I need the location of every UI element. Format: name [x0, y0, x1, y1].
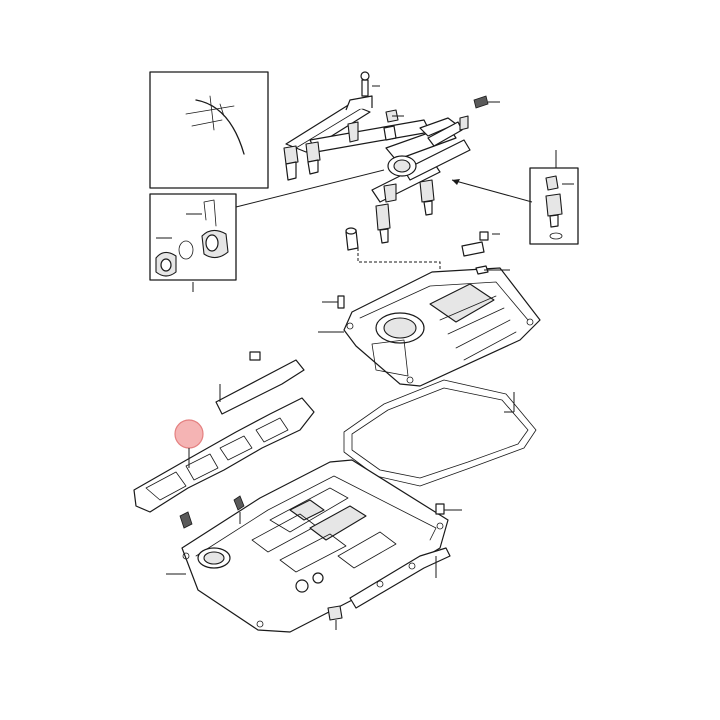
rail-bracket-upper	[215, 351, 305, 415]
detail-box-regulator	[149, 193, 237, 292]
upper-intake-manifold	[318, 231, 541, 387]
highlight-marker	[174, 419, 204, 449]
detail-pointer-line-left	[235, 169, 385, 208]
detail-box-injector	[529, 150, 579, 245]
connector-fitting	[345, 227, 359, 251]
lower-intake-gasket	[133, 397, 315, 513]
detail-pointer-line-right	[451, 179, 533, 203]
upper-intake-gasket	[343, 379, 537, 487]
dashed-guide-line	[357, 248, 441, 276]
lower-intake-manifold	[166, 459, 462, 633]
rail-bracket-lower	[349, 547, 451, 609]
arrow-head-icon	[452, 179, 460, 185]
detail-box-hose	[149, 71, 269, 189]
fuel-rail-assembly	[283, 71, 500, 244]
